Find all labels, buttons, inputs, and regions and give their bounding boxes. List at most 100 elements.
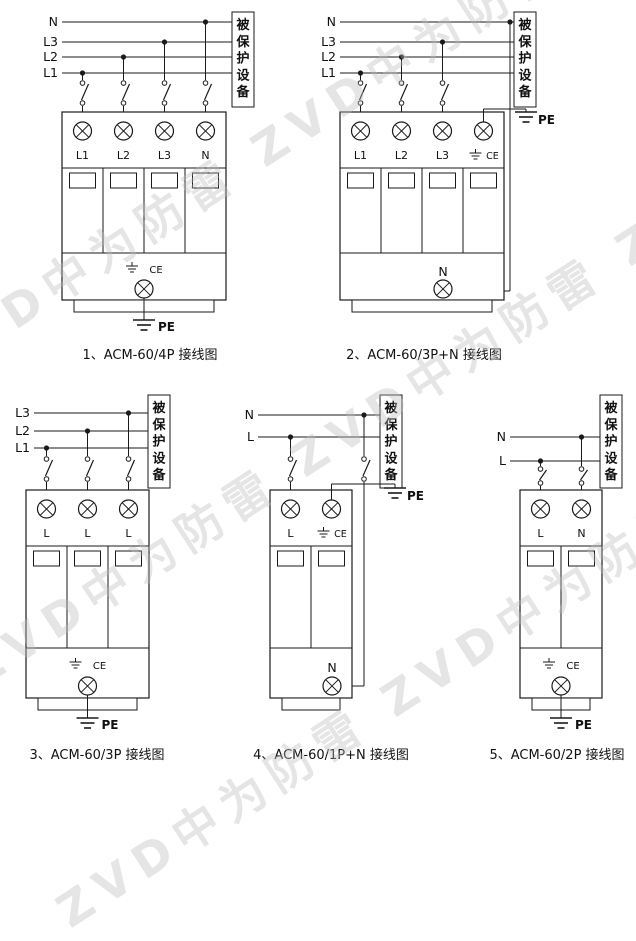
terminal-label: L1 bbox=[354, 149, 367, 162]
pe-label: PE bbox=[538, 113, 555, 127]
protected-equipment-box bbox=[231, 11, 255, 108]
ce-mark: CE bbox=[486, 151, 499, 162]
disconnector-terminal bbox=[120, 100, 127, 106]
terminal-label: L2 bbox=[117, 149, 130, 162]
terminal-screw-slot bbox=[198, 124, 213, 138]
protected-equipment-char: 保 bbox=[517, 34, 532, 50]
disconnector-terminal bbox=[439, 100, 446, 106]
disconnector-blade bbox=[399, 83, 409, 101]
terminal-screw-slot bbox=[75, 124, 90, 138]
spd-mounting-foot bbox=[351, 299, 493, 313]
terminal-screw-slot bbox=[353, 124, 368, 138]
module-window bbox=[151, 172, 178, 189]
disconnector-terminal bbox=[361, 456, 367, 462]
terminal-label: L bbox=[43, 527, 50, 540]
disconnector-blade bbox=[126, 459, 136, 477]
protected-equipment-box bbox=[147, 394, 171, 489]
disconnector-terminal bbox=[202, 80, 209, 86]
disconnector-terminal bbox=[287, 456, 294, 462]
terminal-screw-slot bbox=[476, 124, 491, 138]
terminal-screw-slot bbox=[283, 502, 298, 516]
terminal-label: L bbox=[84, 527, 91, 540]
terminal-screw-slot bbox=[436, 282, 450, 296]
terminal-label: L1 bbox=[76, 149, 89, 162]
protected-equipment-char: 被 bbox=[235, 17, 250, 33]
diagram-caption-4: 4、ACM-60/1P+N 接线图 bbox=[253, 748, 409, 763]
bottom-n-label: N bbox=[438, 264, 447, 279]
disconnector-terminal bbox=[125, 476, 132, 482]
protected-equipment-char: 被 bbox=[603, 400, 618, 416]
disconnector-terminal bbox=[398, 80, 405, 86]
terminal-screw-slot bbox=[116, 124, 131, 138]
module-window bbox=[110, 172, 137, 189]
spd-mounting-foot bbox=[281, 697, 341, 711]
protected-equipment-char: 备 bbox=[603, 467, 618, 483]
protected-equipment-char: 护 bbox=[604, 434, 617, 450]
supply-line-label: N bbox=[327, 14, 336, 29]
disconnector-terminal bbox=[120, 80, 127, 86]
disconnector-terminal bbox=[439, 80, 446, 86]
protected-equipment-char: 保 bbox=[235, 34, 250, 50]
terminal-screw-slot bbox=[574, 502, 589, 516]
disconnector-terminal bbox=[125, 456, 132, 462]
disconnector-terminal bbox=[578, 466, 585, 472]
pe-label: PE bbox=[158, 320, 175, 334]
protected-equipment-char: 被 bbox=[517, 17, 532, 33]
protected-equipment-char: 保 bbox=[603, 417, 618, 433]
supply-line-label: N bbox=[49, 14, 58, 29]
protected-equipment-char: 备 bbox=[383, 467, 398, 483]
disconnector-blade bbox=[358, 83, 368, 101]
disconnector-blade bbox=[121, 83, 131, 101]
supply-line-label: N bbox=[497, 429, 506, 444]
disconnector-terminal bbox=[161, 100, 168, 106]
terminal-screw-slot bbox=[157, 124, 172, 138]
protected-equipment-char: 备 bbox=[517, 84, 532, 100]
spd-body bbox=[25, 489, 150, 699]
protected-equipment-char: 护 bbox=[384, 434, 397, 450]
module-window bbox=[69, 172, 96, 189]
protected-equipment-char: 设 bbox=[384, 451, 398, 466]
diagram-caption-5: 5、ACM-60/2P 接线图 bbox=[489, 748, 625, 763]
disconnector-terminal bbox=[537, 466, 544, 472]
terminal-screw-slot bbox=[325, 679, 339, 693]
disconnector-blade bbox=[80, 83, 90, 101]
supply-line-label: N bbox=[245, 407, 254, 422]
module-window bbox=[388, 172, 415, 189]
protected-equipment-char: 设 bbox=[236, 68, 250, 83]
terminal-label: L bbox=[125, 527, 132, 540]
disconnector-terminal bbox=[578, 480, 585, 486]
terminal-screw-slot bbox=[554, 679, 568, 693]
diagram-caption-2: 2、ACM-60/3P+N 接线图 bbox=[346, 348, 502, 363]
protected-equipment-char: 设 bbox=[604, 451, 618, 466]
module-window bbox=[429, 172, 456, 189]
ce-mark: CE bbox=[334, 529, 347, 540]
terminal-screw-slot bbox=[435, 124, 450, 138]
supply-line-label: L2 bbox=[321, 49, 336, 64]
protected-equipment-char: 保 bbox=[383, 417, 398, 433]
protected-equipment-char: 备 bbox=[151, 467, 166, 483]
supply-line-label: L1 bbox=[43, 65, 58, 80]
protected-equipment-box bbox=[599, 394, 623, 489]
disconnector-terminal bbox=[43, 456, 50, 462]
module-window bbox=[115, 550, 142, 567]
supply-line-label: L bbox=[247, 429, 254, 444]
terminal-label: L2 bbox=[395, 149, 408, 162]
disconnector-terminal bbox=[79, 100, 86, 106]
module-window bbox=[347, 172, 374, 189]
module-window bbox=[527, 550, 554, 567]
module-window bbox=[33, 550, 60, 567]
ce-mark: CE bbox=[149, 265, 162, 276]
terminal-screw-slot bbox=[80, 679, 95, 693]
disconnector-terminal bbox=[202, 100, 209, 106]
disconnector-terminal bbox=[84, 456, 91, 462]
protected-equipment-char: 被 bbox=[151, 400, 166, 416]
protected-equipment-char: 护 bbox=[236, 51, 249, 67]
module-window bbox=[74, 550, 101, 567]
disconnector-terminal bbox=[43, 476, 50, 482]
disconnector-terminal bbox=[357, 80, 364, 86]
terminal-label: L3 bbox=[158, 149, 171, 162]
